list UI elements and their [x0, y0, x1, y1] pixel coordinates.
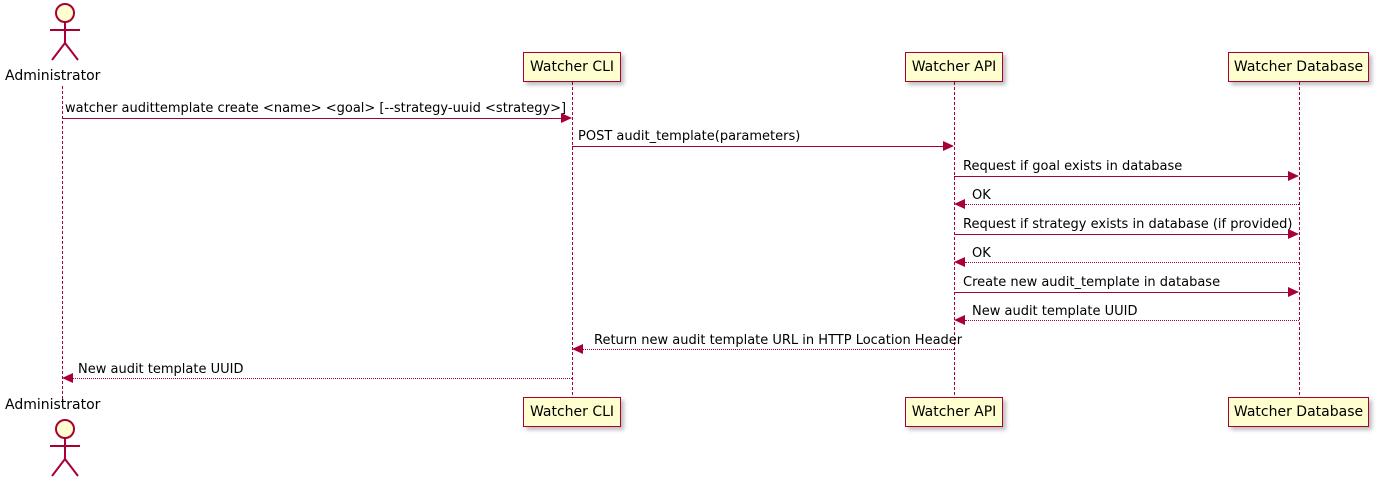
actor-figure-icon [50, 419, 80, 477]
message-arrowhead-8 [954, 315, 965, 325]
message-line-6 [965, 262, 1299, 263]
participant-label: Watcher API [911, 404, 997, 420]
message-line-9 [583, 349, 954, 350]
message-label-9: Return new audit template URL in HTTP Lo… [594, 333, 963, 348]
message-label-7: Create new audit_template in database [963, 275, 1221, 290]
message-label-8: New audit template UUID [972, 304, 1138, 319]
message-arrowhead-3 [1288, 171, 1299, 181]
participant-watcher-api-top[interactable]: Watcher API [905, 52, 1003, 82]
message-line-7 [954, 292, 1288, 293]
message-label-3: Request if goal exists in database [963, 159, 1183, 174]
lifeline-administrator [62, 86, 63, 399]
message-label-10: New audit template UUID [78, 362, 244, 377]
participant-watcher-cli-top[interactable]: Watcher CLI [523, 52, 621, 82]
message-line-4 [965, 204, 1299, 205]
message-arrowhead-6 [954, 257, 965, 267]
message-label-6: OK [972, 246, 991, 261]
participant-label: Watcher API [911, 59, 997, 75]
participant-label: Watcher Database [1233, 59, 1364, 75]
message-line-2 [572, 146, 943, 147]
message-arrowhead-4 [954, 199, 965, 209]
actor-administrator-top [34, 0, 90, 62]
lifeline-watcher-api [954, 82, 955, 395]
message-line-1 [62, 118, 562, 119]
participant-watcher-cli-bottom[interactable]: Watcher CLI [523, 397, 621, 427]
message-label-5: Request if strategy exists in database (… [963, 217, 1293, 232]
actor-label-administrator-bottom: Administrator [5, 397, 101, 413]
actor-administrator-bottom [34, 416, 90, 478]
message-label-4: OK [972, 188, 991, 203]
message-arrowhead-10 [62, 373, 73, 383]
message-arrowhead-5 [1288, 229, 1299, 239]
actor-figure-icon [50, 3, 80, 61]
message-arrowhead-9 [572, 344, 583, 354]
participant-watcher-database-top[interactable]: Watcher Database [1228, 52, 1369, 82]
message-arrowhead-7 [1288, 287, 1299, 297]
message-line-3 [954, 176, 1288, 177]
message-line-10 [73, 378, 572, 379]
actor-label-administrator-top: Administrator [5, 68, 101, 84]
participant-watcher-api-bottom[interactable]: Watcher API [905, 397, 1003, 427]
lifeline-watcher-database [1299, 82, 1300, 395]
participant-label: Watcher CLI [529, 59, 615, 75]
participant-watcher-database-bottom[interactable]: Watcher Database [1228, 397, 1369, 427]
message-arrowhead-1 [561, 113, 572, 123]
message-line-5 [954, 234, 1288, 235]
participant-label: Watcher Database [1233, 404, 1364, 420]
participant-label: Watcher CLI [529, 404, 615, 420]
message-label-2: POST audit_template(parameters) [578, 129, 801, 144]
message-line-8 [965, 320, 1299, 321]
lifeline-watcher-cli [572, 82, 573, 395]
message-arrowhead-2 [943, 141, 954, 151]
message-label-1: watcher audittemplate create <name> <goa… [65, 101, 567, 116]
